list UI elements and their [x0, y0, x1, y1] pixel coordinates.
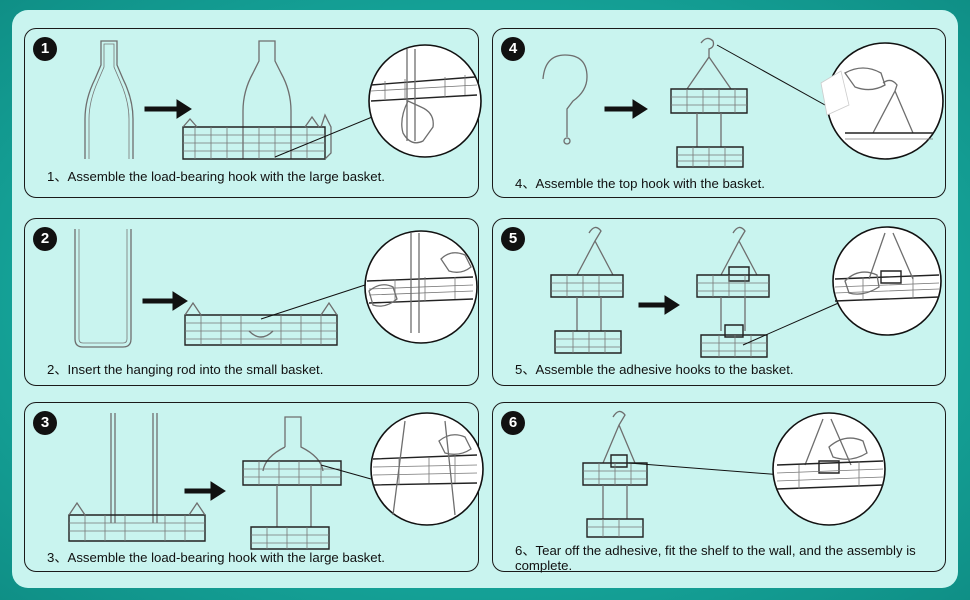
hand-icon	[401, 100, 434, 144]
magnifier-detail-circle	[370, 412, 484, 526]
step-4-caption: 4、Assemble the top hook with the basket.	[515, 176, 765, 191]
step-1-caption: 1、Assemble the load-bearing hook with th…	[47, 169, 385, 184]
load-bearing-hook	[84, 40, 134, 159]
magnifier-detail-circle	[368, 44, 482, 158]
step-panel-4: 4 4、Assemble the top hook with the bas	[492, 28, 946, 198]
basket-icon	[184, 301, 338, 346]
step-panel-1: 1 1、Assemble the load-be	[24, 28, 482, 198]
right-arrow-icon	[638, 295, 680, 315]
step-3-illustration	[68, 412, 484, 550]
magnifier-detail-circle	[772, 412, 886, 526]
hand-icon	[844, 67, 886, 91]
right-arrow-icon	[144, 99, 192, 119]
hand-icon	[440, 252, 472, 273]
step-number-badge: 6	[501, 411, 525, 435]
hook-icon	[576, 226, 614, 276]
hook-icon	[720, 226, 758, 276]
hand-icon	[368, 284, 398, 307]
step-6-caption: 6、Tear off the adhesive, fit the shelf t…	[515, 543, 916, 573]
magnifier-detail-circle	[832, 226, 942, 336]
hook-icon	[602, 410, 636, 464]
basket-icon	[586, 518, 644, 538]
hand-icon	[828, 437, 868, 460]
step-number-badge: 4	[501, 37, 525, 61]
hook-icon	[872, 79, 914, 134]
step-6-illustration	[582, 410, 886, 538]
basket-icon	[550, 274, 624, 298]
right-arrow-icon	[184, 481, 226, 501]
basket-icon	[582, 462, 648, 486]
step-panel-3: 3 3、Assembl	[24, 402, 484, 572]
step-number-badge: 5	[501, 227, 525, 251]
step-5-illustration	[550, 226, 942, 358]
step-2-caption: 2、Insert the hanging rod into the small …	[47, 362, 324, 377]
basket-icon	[554, 330, 622, 354]
step-1-illustration	[84, 40, 482, 160]
right-arrow-icon	[142, 291, 188, 311]
basket-icon	[676, 146, 744, 168]
basket-icon	[670, 88, 748, 114]
step-number-badge: 1	[33, 37, 57, 61]
step-number-badge: 3	[33, 411, 57, 435]
step-3-caption: 3、Assemble the load-bearing hook with th…	[47, 550, 385, 565]
step-2-illustration	[74, 229, 478, 348]
right-arrow-icon	[604, 99, 648, 119]
hook-icon	[542, 54, 588, 137]
basket-icon	[250, 526, 330, 550]
step-panel-6: 6 6、Tear off the adhesive, fit the shelf…	[492, 402, 946, 573]
basket-icon	[700, 334, 768, 358]
hanging-rod	[74, 229, 132, 348]
basket-icon	[696, 274, 770, 298]
basket-icon	[182, 113, 332, 160]
basket-icon	[242, 460, 342, 486]
step-panel-2: 2 2、Insert the hanging rod into the smal…	[24, 218, 479, 386]
step-panel-5: 5	[492, 218, 946, 386]
instruction-board: 1 1、Assemble the load-be	[12, 10, 958, 588]
basket-icon	[68, 501, 206, 542]
load-bearing-hook	[262, 416, 324, 472]
step-5-caption: 5、Assemble the adhesive hooks to the bas…	[515, 362, 794, 377]
hand-icon	[844, 271, 880, 295]
step-4-illustration	[542, 37, 944, 168]
hand-icon	[438, 434, 472, 455]
step-number-badge: 2	[33, 227, 57, 251]
